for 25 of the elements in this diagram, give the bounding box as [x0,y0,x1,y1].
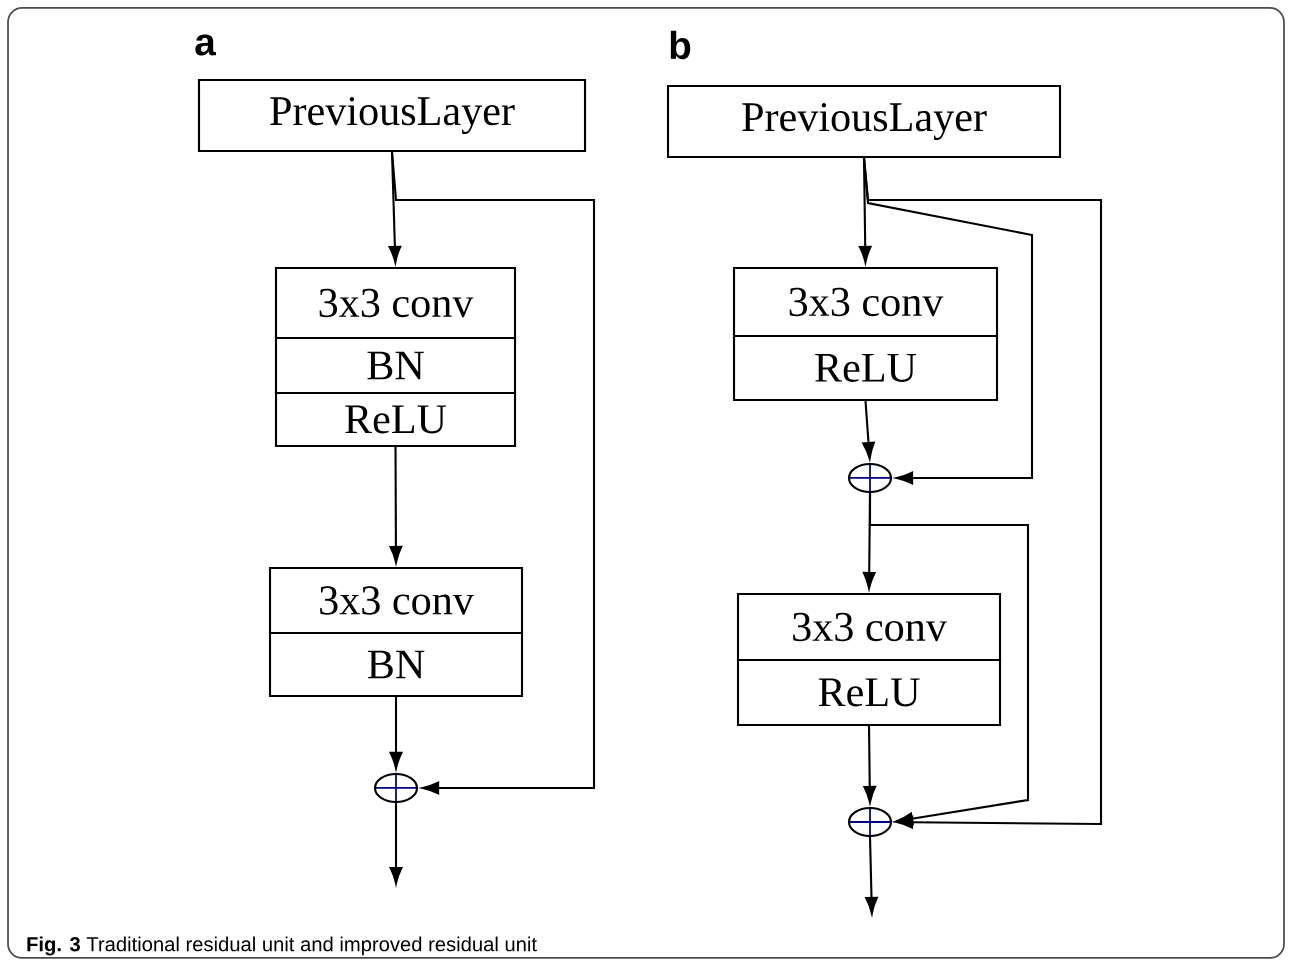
layer-box: PreviousLayer [197,78,587,153]
arrow [863,726,877,804]
layer-cell: 3x3 conv [274,266,517,340]
layer-cell: ReLU [274,391,517,448]
layer-cell: ReLU [732,334,999,402]
layer-cell: ReLU [736,658,1002,727]
arrow [389,697,403,770]
arrow [389,447,403,564]
arrow [389,803,403,885]
layer-cell: 3x3 conv [736,592,1002,662]
skip-connection [868,493,1030,826]
skip-connection [862,157,1103,829]
sum-symbol [847,806,893,838]
panel-label: b [670,30,691,60]
figure-caption: Fig. 3 Traditional residual unit and improved residual unit [27,936,537,956]
layer-cell: 3x3 conv [732,266,999,338]
skip-connection [390,151,596,795]
layer-box: PreviousLayer [666,84,1062,159]
arrow [865,837,878,915]
layer-cell: BN [274,336,517,395]
sum-symbol [847,462,893,494]
arrow [862,400,875,460]
layer-cell: 3x3 conv [268,566,524,635]
sum-symbol [373,772,419,804]
layer-cell: BN [268,631,524,698]
